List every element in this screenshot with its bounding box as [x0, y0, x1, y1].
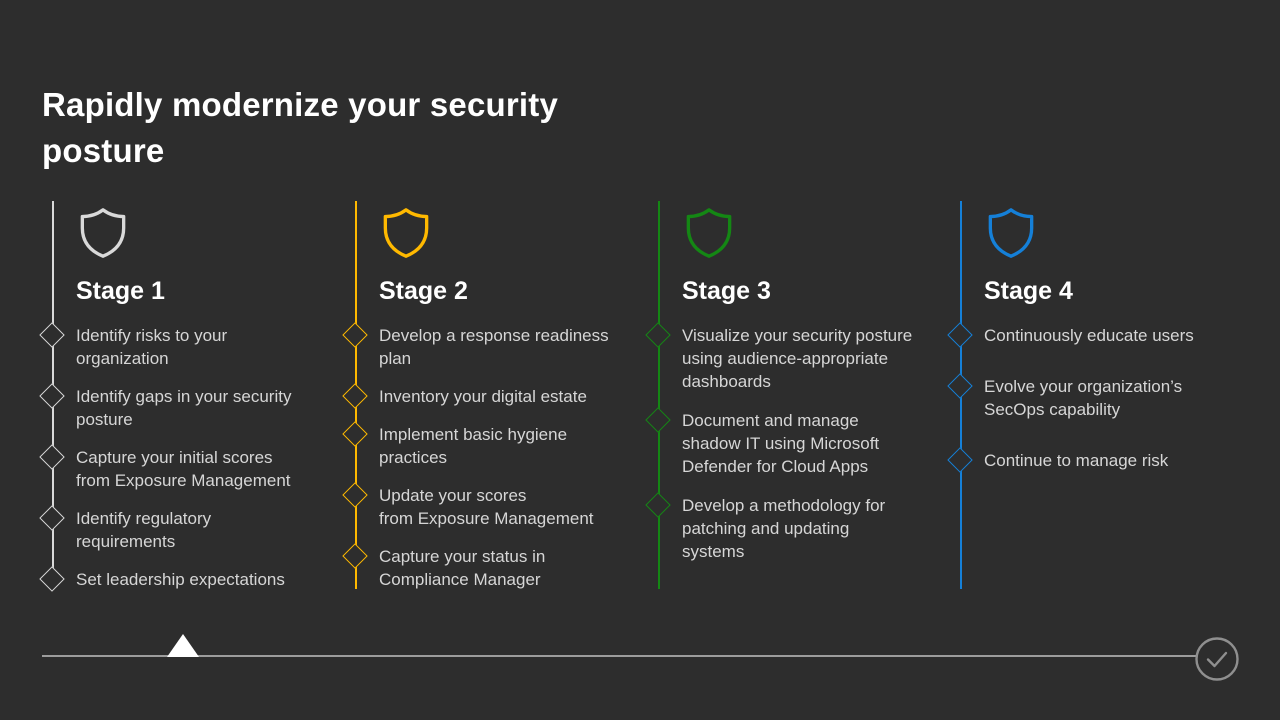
stage-bullet-list: Develop a response readiness plan Invent…: [342, 322, 637, 591]
stage-title: Stage 3: [682, 277, 771, 305]
shield-icon: [383, 208, 429, 258]
stage-bullet: Evolve your organization’s SecOps capabi…: [947, 373, 1242, 421]
bullet-text: Evolve your organization’s SecOps capabi…: [984, 377, 1183, 419]
bullet-text: Document and manage shadow IT using Micr…: [682, 411, 880, 476]
diamond-bullet-icon: [342, 482, 368, 508]
stage-column-2: Stage 2 Develop a response readiness pla…: [342, 201, 637, 606]
slide-title: Rapidly modernize your security posture: [42, 86, 559, 170]
diamond-bullet-icon: [342, 383, 368, 409]
diamond-bullet-icon: [39, 566, 65, 592]
bullet-text: Visualize your security posture using au…: [682, 326, 913, 391]
bullet-text: Capture your status in Compliance Manage…: [379, 547, 546, 589]
stage-bullet: Capture your status in Compliance Manage…: [342, 543, 637, 591]
diamond-bullet-icon: [39, 322, 65, 348]
diamond-bullet-icon: [947, 322, 973, 348]
diamond-bullet-icon: [342, 322, 368, 348]
diamond-bullet-icon: [645, 322, 671, 348]
diamond-bullet-icon: [645, 407, 671, 433]
progress-line: [42, 655, 1196, 657]
diamond-bullet-icon: [342, 543, 368, 569]
bullet-text: Inventory your digital estate: [379, 387, 587, 406]
stage-bullet: Identify risks to your organization: [39, 322, 334, 370]
stage-column-4: Stage 4 Continuously educate users Evolv…: [947, 201, 1242, 589]
stage-title: Stage 1: [76, 277, 165, 305]
stage-bullet: Visualize your security posture using au…: [645, 322, 940, 393]
stage-timeline-line: [658, 201, 660, 589]
bullet-text: Continuously educate users: [984, 326, 1194, 345]
bullet-text: Identify regulatory requirements: [76, 509, 212, 551]
bullet-text: Develop a response readiness plan: [379, 326, 609, 368]
stage-bullet: Develop a methodology for patching and u…: [645, 492, 940, 563]
shield-icon: [80, 208, 126, 258]
shield-icon: [988, 208, 1034, 258]
diamond-bullet-icon: [342, 421, 368, 447]
stage-bullet: Develop a response readiness plan: [342, 322, 637, 370]
bullet-text: Identify gaps in your security posture: [76, 387, 292, 429]
diamond-bullet-icon: [39, 383, 65, 409]
stage-bullet: Continuously educate users: [947, 322, 1242, 348]
stage-column-1: Stage 1 Identify risks to your organizat…: [39, 201, 334, 606]
stage-bullet: Identify regulatory requirements: [39, 505, 334, 553]
stage-bullet: Continue to manage risk: [947, 447, 1242, 473]
bullet-text: Set leadership expectations: [76, 570, 285, 589]
stage-bullet: Inventory your digital estate: [342, 383, 637, 409]
stage-bullet: Implement basic hygiene practices: [342, 421, 637, 469]
stage-bullet: Set leadership expectations: [39, 566, 334, 592]
check-circle-icon: [1195, 637, 1239, 681]
stage-bullet-list: Identify risks to your organization Iden…: [39, 322, 334, 592]
diamond-bullet-icon: [645, 492, 671, 518]
stage-bullet-list: Continuously educate users Evolve your o…: [947, 322, 1242, 473]
bullet-text: Continue to manage risk: [984, 451, 1169, 470]
stage-bullet: Capture your initial scores from Exposur…: [39, 444, 334, 492]
diamond-bullet-icon: [947, 447, 973, 473]
bullet-text: Develop a methodology for patching and u…: [682, 496, 886, 561]
diamond-bullet-icon: [39, 505, 65, 531]
triangle-up-icon: [167, 634, 199, 657]
diamond-bullet-icon: [39, 444, 65, 470]
diamond-bullet-icon: [947, 373, 973, 399]
stage-bullet: Identify gaps in your security posture: [39, 383, 334, 431]
stage-bullet: Document and manage shadow IT using Micr…: [645, 407, 940, 478]
stage-column-3: Stage 3 Visualize your security posture …: [645, 201, 940, 589]
bullet-text: Identify risks to your organization: [76, 326, 228, 368]
stage-bullet: Update your scores from Exposure Managem…: [342, 482, 637, 530]
stage-title: Stage 4: [984, 277, 1073, 305]
bullet-text: Update your scores from Exposure Managem…: [379, 486, 594, 528]
bullet-text: Implement basic hygiene practices: [379, 425, 568, 467]
stage-bullet-list: Visualize your security posture using au…: [645, 322, 940, 563]
stage-title: Stage 2: [379, 277, 468, 305]
shield-icon: [686, 208, 732, 258]
bullet-text: Capture your initial scores from Exposur…: [76, 448, 291, 490]
